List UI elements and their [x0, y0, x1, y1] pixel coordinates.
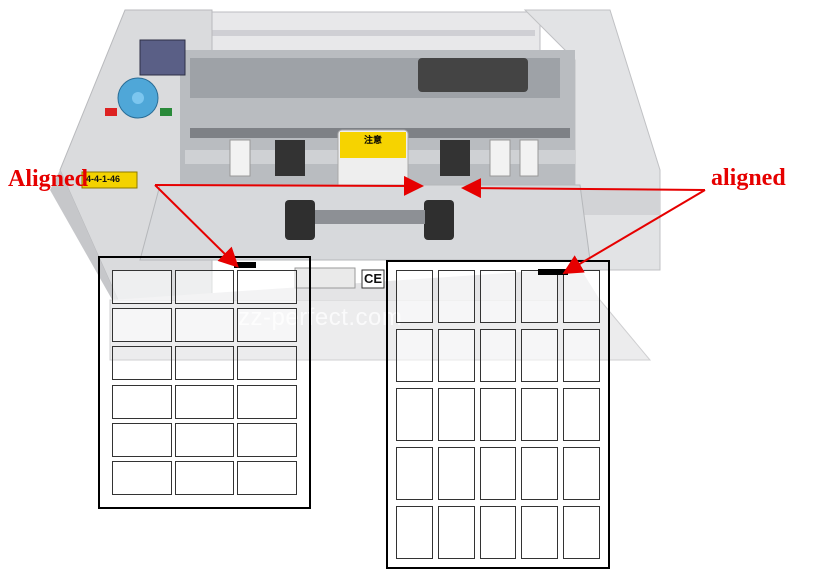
card-cell — [563, 329, 600, 382]
card-cell — [479, 388, 517, 441]
left-card-sheet — [98, 256, 311, 509]
left-arrow-to-feed — [154, 175, 424, 196]
card-cell — [112, 384, 172, 419]
card-cell — [237, 384, 297, 419]
card-cell — [112, 270, 172, 305]
warning-label-title: 注意 — [364, 135, 383, 145]
card-cell — [521, 388, 559, 441]
card-cell — [437, 329, 475, 382]
right-alignment-mark — [538, 269, 568, 275]
card-cell — [237, 460, 297, 495]
card-cell — [521, 329, 559, 382]
card-cell — [112, 422, 172, 457]
card-cell — [237, 308, 297, 343]
card-cell — [479, 329, 517, 382]
card-cell — [112, 308, 172, 343]
card-cell — [437, 506, 475, 559]
side-label: 4-4-1-46 — [86, 174, 121, 184]
card-cell — [521, 447, 559, 500]
card-cell — [563, 388, 600, 441]
card-cell — [521, 270, 559, 323]
left-arrow-to-mark — [154, 184, 239, 268]
card-cell — [396, 270, 433, 323]
card-cell — [479, 447, 517, 500]
right-card-sheet — [386, 260, 610, 569]
card-cell — [237, 346, 297, 381]
card-cell — [174, 460, 235, 495]
right-arrow-to-mark — [562, 189, 706, 275]
card-cell — [437, 270, 475, 323]
card-cell — [563, 447, 600, 500]
card-cell — [437, 388, 475, 441]
card-cell — [174, 346, 235, 381]
left-aligned-label: Aligned — [8, 166, 89, 192]
card-cell — [396, 329, 433, 382]
card-cell — [112, 346, 172, 381]
right-arrow-to-feed — [461, 178, 706, 199]
card-cell — [174, 384, 235, 419]
card-cell — [237, 270, 297, 305]
card-cell — [396, 447, 433, 500]
card-cell — [563, 506, 600, 559]
card-cell — [521, 506, 559, 559]
left-alignment-mark — [234, 262, 256, 268]
card-cell — [479, 270, 517, 323]
card-cell — [396, 388, 433, 441]
card-cell — [437, 447, 475, 500]
card-cell — [174, 422, 235, 457]
card-cell — [174, 270, 235, 305]
right-aligned-label: aligned — [711, 165, 786, 191]
card-cell — [479, 506, 517, 559]
card-cell — [237, 422, 297, 457]
card-cell — [396, 506, 433, 559]
ce-mark: CE — [364, 271, 383, 286]
card-cell — [112, 460, 172, 495]
card-cell — [174, 308, 235, 343]
